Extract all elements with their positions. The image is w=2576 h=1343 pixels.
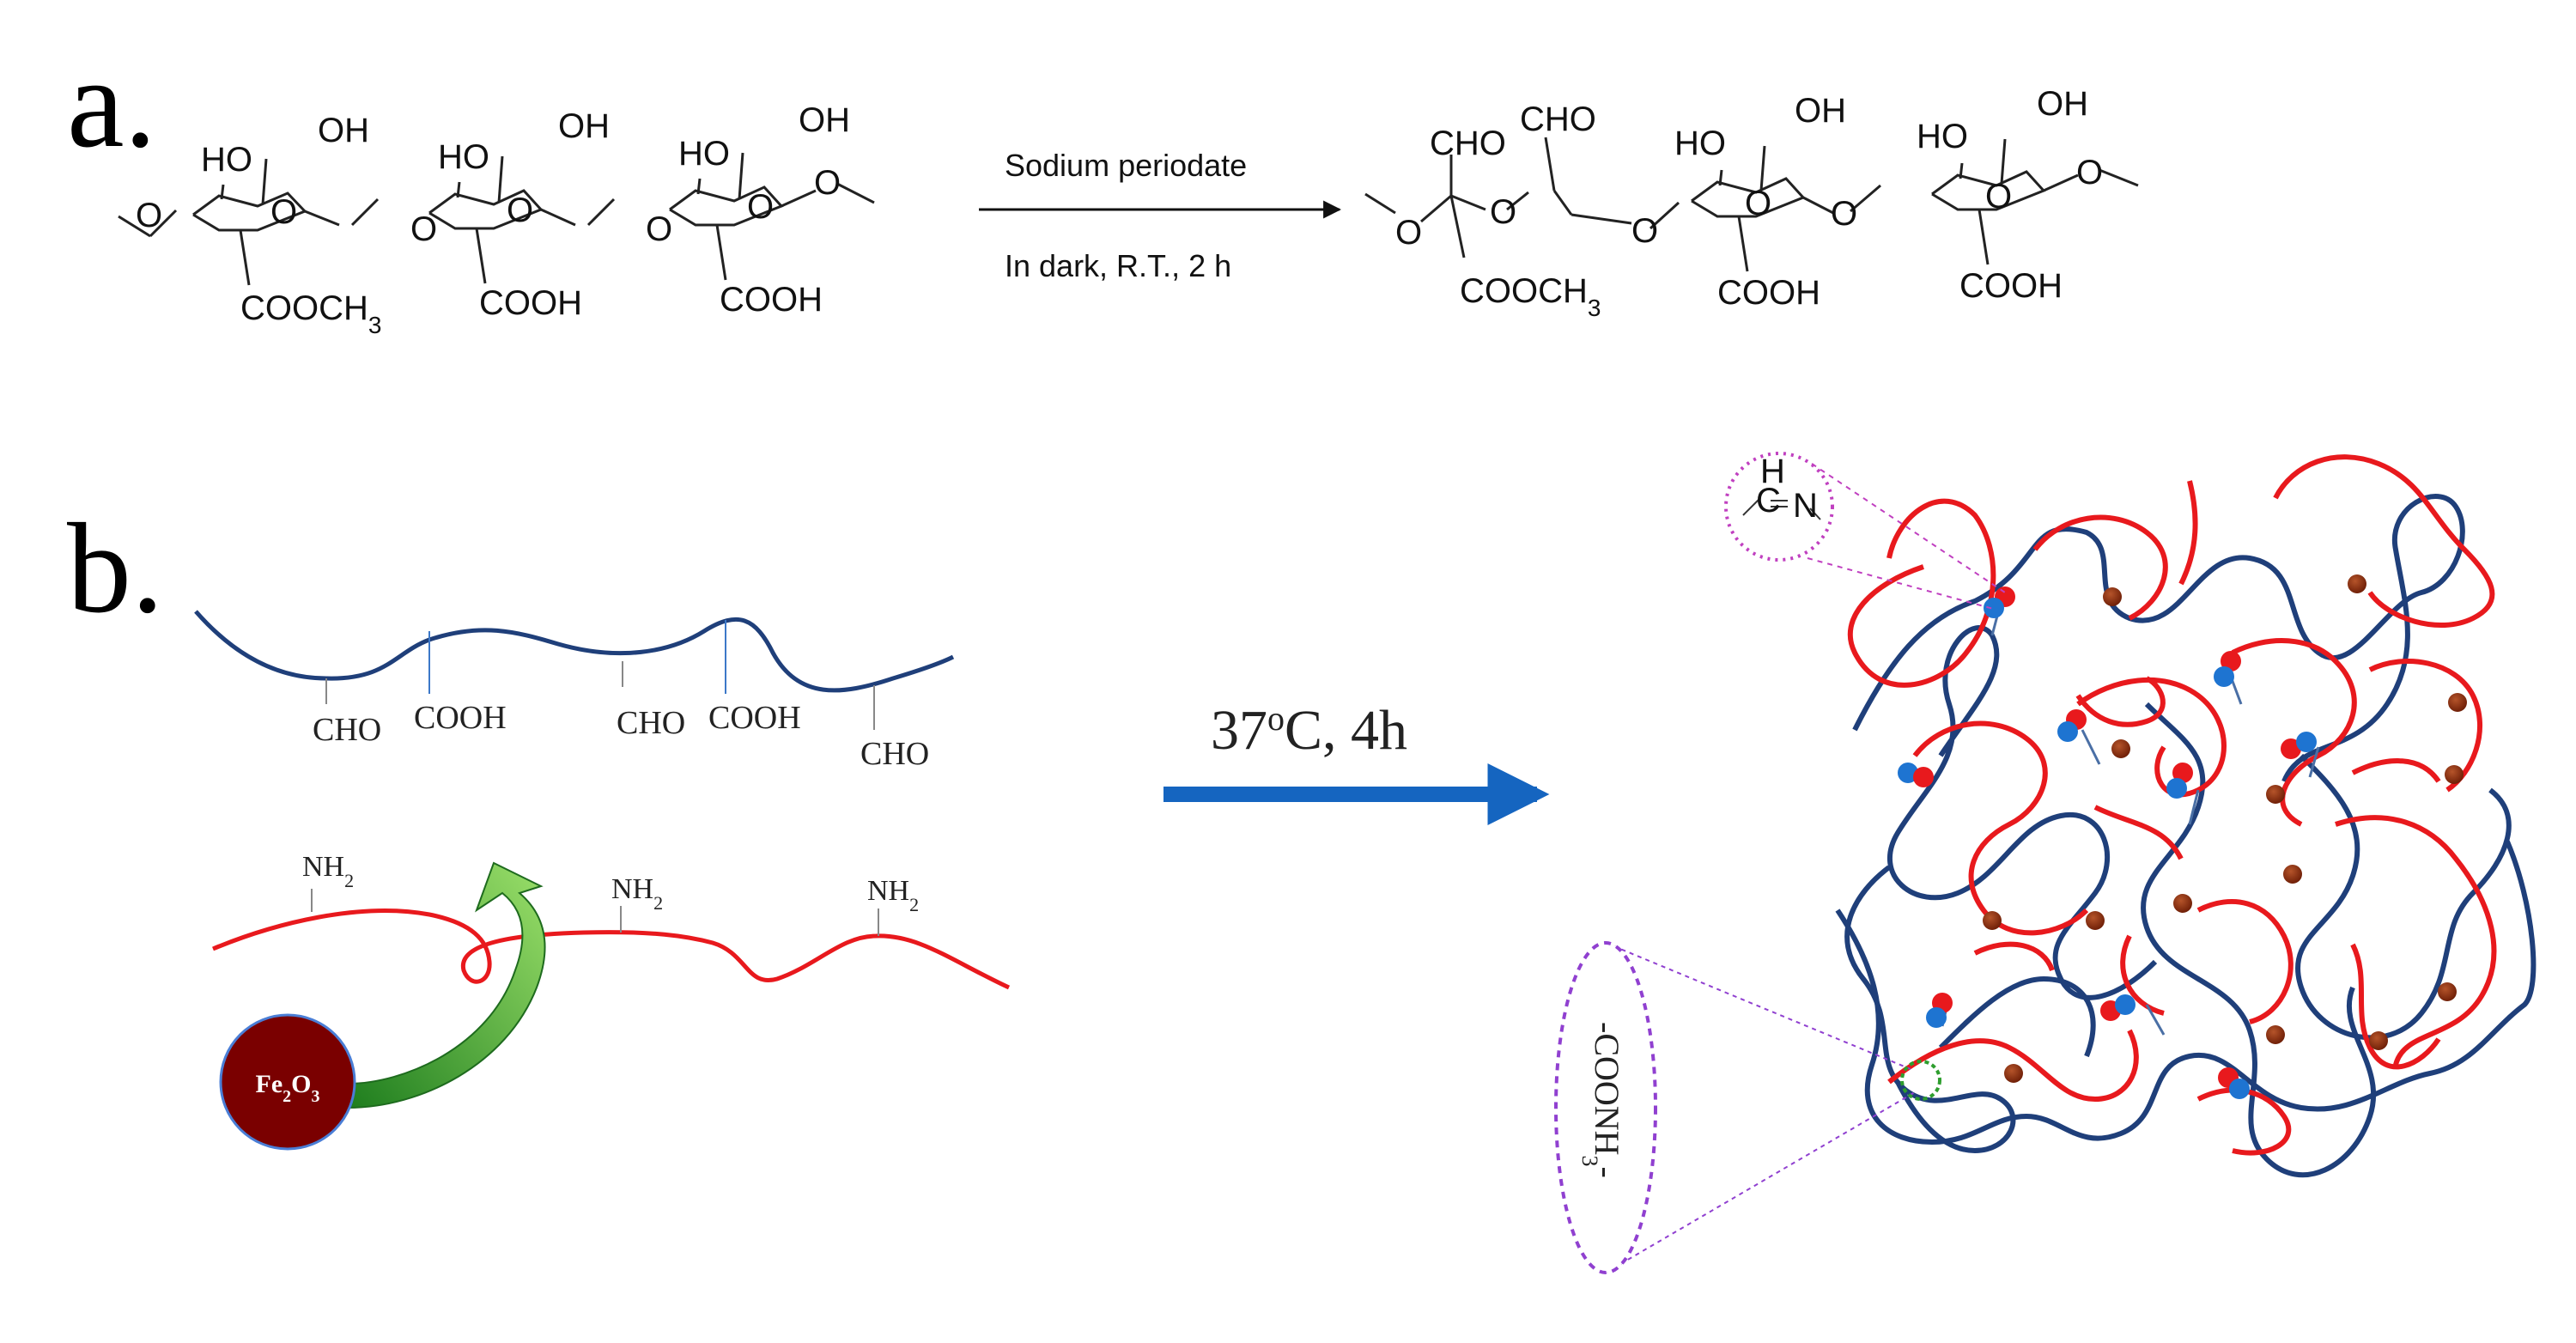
ring-oxygen: O (270, 193, 297, 231)
svg-text:Fe2O3: Fe2O3 (256, 1070, 320, 1106)
binding-arrow (347, 861, 546, 1109)
process-arrow: 37oC, 4h (1163, 699, 1550, 825)
reagent-label: Sodium periodate (1005, 148, 1247, 183)
imine-h: H (1760, 453, 1785, 490)
amide-bond-inset: -COONH3- (1554, 941, 1941, 1274)
reactant-polyuronide: O HO OH O COOCH3 O HO OH O COOH O HO OH … (118, 101, 875, 338)
group-cho: CHO (313, 712, 381, 748)
fe2o3-nanoparticle: Fe2O3 (219, 1013, 356, 1151)
group-nh2: NH2 (867, 875, 919, 915)
linker-oxygen: O (646, 210, 672, 248)
group-nh2: NH2 (611, 873, 663, 914)
imine-bond-inset: H C N (1724, 452, 2006, 611)
linker-oxygen: O (814, 164, 841, 202)
oh-label: OH (558, 107, 610, 145)
linker-oxygen: O (136, 197, 162, 234)
ring-oxygen: O (1745, 185, 1771, 222)
ho-label: HO (678, 135, 730, 173)
oh-label: OH (318, 112, 369, 149)
panel-b-label: b. (67, 497, 164, 640)
reaction-arrow: Sodium periodate In dark, R.T., 2 h (979, 148, 1342, 283)
group-cho: CHO (860, 736, 929, 772)
cho-label: CHO (1520, 100, 1596, 138)
group-cooh: COOH (708, 700, 801, 736)
substituent-label: COOH (479, 284, 582, 322)
amine-polymer-chain: NH2 NH2 NH2 (212, 851, 1011, 990)
oh-label: OH (799, 101, 850, 139)
group-cooh: COOH (414, 700, 507, 736)
linker-oxygen: O (1395, 214, 1422, 252)
linker-oxygen: O (2076, 154, 2103, 191)
linker-oxygen: O (1831, 195, 1857, 233)
oh-label: OH (1795, 92, 1846, 130)
ho-label: HO (438, 138, 489, 176)
substituent-label: COOCH3 (1460, 272, 1601, 321)
product-polyuronide: O CHO CHO O COOCH3 O HO OH O COOH O HO O… (1364, 85, 2139, 321)
oxidized-alginate-chain: CHO COOH CHO COOH CHO (194, 610, 955, 772)
linker-oxygen: O (1631, 212, 1658, 250)
ho-label: HO (201, 141, 252, 179)
process-conditions: 37oC, 4h (1211, 699, 1407, 763)
substituent-label: COOCH3 (240, 289, 381, 338)
cho-label: CHO (1430, 125, 1506, 162)
ho-label: HO (1674, 125, 1726, 162)
substituent-label: COOH (720, 281, 823, 319)
hydrogel-network (1835, 454, 2537, 1178)
group-cho: CHO (617, 705, 685, 741)
substituent-label: COOH (1959, 267, 2063, 305)
imine-n: N (1793, 487, 1818, 525)
ho-label: HO (1917, 118, 1968, 155)
linker-oxygen: O (1490, 193, 1516, 231)
group-nh2: NH2 (302, 851, 354, 891)
oh-label: OH (2037, 85, 2088, 123)
imine-c: C (1756, 482, 1781, 520)
ring-oxygen: O (507, 191, 533, 229)
ring-oxygen: O (1985, 178, 2012, 216)
substituent-label: COOH (1717, 274, 1820, 312)
ring-oxygen: O (747, 188, 774, 226)
linker-oxygen: O (410, 210, 437, 248)
conditions-label: In dark, R.T., 2 h (1005, 248, 1231, 283)
amide-label: -COONH3- (1578, 1022, 1627, 1178)
panel-a-label: a. (67, 32, 156, 174)
